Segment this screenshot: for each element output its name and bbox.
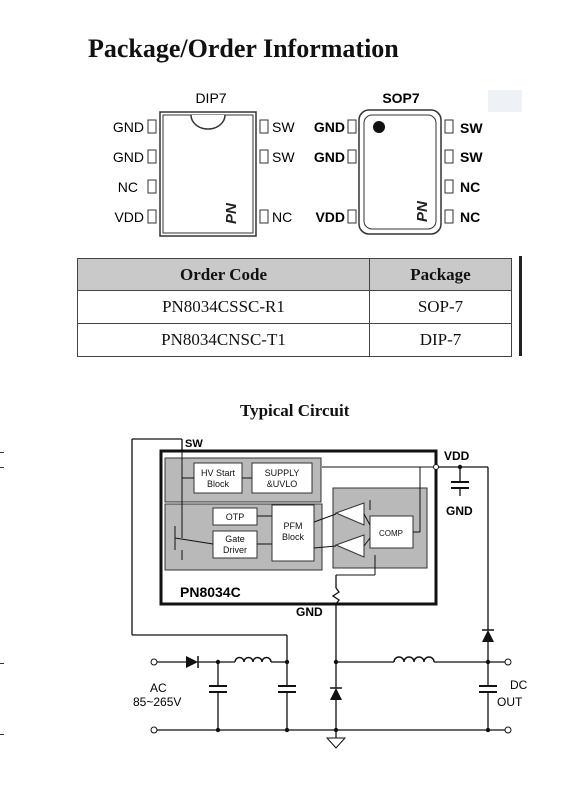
svg-text:PN: PN — [414, 200, 431, 222]
ac-voltage-label: 85~265V — [133, 695, 181, 709]
dip7-pin-5: NC — [272, 209, 292, 225]
hv-start-label-2: Block — [207, 479, 230, 489]
dip7-pin-3: NC — [118, 179, 138, 195]
dip7-label: DIP7 — [195, 90, 226, 106]
dip7-pin-8: SW — [272, 119, 295, 135]
hv-start-label: HV Start — [201, 468, 236, 478]
ground-icon — [325, 737, 347, 749]
out-label: OUT — [497, 695, 523, 709]
sw-pin-label: SW — [185, 438, 203, 450]
table-row: PN8034CSSC-R1 SOP-7 — [77, 290, 512, 324]
sop7-pin-8: SW — [460, 120, 483, 136]
dip7-pin-1: GND — [113, 119, 144, 135]
inductor-icon — [393, 656, 435, 663]
sop7-label: SOP7 — [382, 90, 420, 106]
dip7-pin-4: VDD — [114, 209, 144, 225]
edge-mark — [0, 452, 4, 453]
table-row: PN8034CNSC-T1 DIP-7 — [77, 323, 512, 357]
dip7-pin-7: SW — [272, 149, 295, 165]
ac-label: AC — [150, 681, 167, 695]
edge-mark — [0, 734, 4, 735]
sop7-pin-5: NC — [460, 209, 480, 225]
table-edge-line — [519, 256, 522, 356]
typical-circuit-schematic: HV Start Block SUPPLY &UVLO OTP Gate Dri… — [131, 438, 528, 749]
order-table: Order Code Package PN8034CSSC-R1 SOP-7 P… — [77, 258, 512, 357]
sop7-pin-6: NC — [460, 179, 480, 195]
vdd-cap-gnd-label: GND — [446, 504, 473, 518]
pfm-label-2: Block — [282, 532, 305, 542]
package-pinout-diagrams: DIP7 PN GND GND NC VDD SW SW NC SOP7 PN — [113, 90, 483, 237]
edge-mark — [0, 663, 4, 664]
dc-label: DC — [510, 678, 528, 692]
package-cell: SOP-7 — [369, 290, 512, 324]
supply-label: SUPPLY — [265, 468, 300, 478]
dip7-logo-icon: PN — [223, 202, 240, 224]
gnd-pin-label: GND — [296, 605, 323, 619]
sop7-pin-1: GND — [314, 119, 345, 135]
sop7-pin-7: SW — [460, 149, 483, 165]
header-package: Package — [369, 258, 512, 291]
header-order-code: Order Code — [77, 258, 370, 291]
diode-icon — [482, 630, 494, 642]
gate-label: Gate — [225, 534, 245, 544]
inductor-icon — [234, 656, 272, 663]
sop7-package: SOP7 PN GND GND VDD SW SW NC NC — [314, 90, 483, 235]
package-cell: DIP-7 — [369, 323, 512, 357]
supply-label-2: &UVLO — [267, 479, 298, 489]
diode-icon — [186, 656, 198, 668]
otp-label: OTP — [226, 512, 245, 522]
svg-text:PN: PN — [223, 202, 240, 224]
gate-label-2: Driver — [223, 545, 247, 555]
pfm-label: PFM — [284, 521, 303, 531]
page-heading: Package/Order Information — [88, 34, 399, 63]
chip-name: PN8034C — [180, 584, 241, 600]
order-code-cell: PN8034CNSC-T1 — [77, 323, 370, 357]
circuit-title: Typical Circuit — [240, 401, 350, 420]
dip7-pin-2: GND — [113, 149, 144, 165]
scan-artifact — [488, 90, 522, 112]
comp-label: COMP — [379, 529, 403, 538]
order-code-cell: PN8034CSSC-R1 — [77, 290, 370, 324]
sop7-pin-2: GND — [314, 149, 345, 165]
table-header-row: Order Code Package — [77, 258, 512, 291]
dip7-package: DIP7 PN GND GND NC VDD SW SW NC — [113, 90, 295, 237]
sop7-logo-icon: PN — [414, 200, 431, 222]
vdd-pin-label: VDD — [444, 449, 470, 463]
edge-mark — [0, 467, 4, 468]
sop7-pin-4: VDD — [315, 209, 345, 225]
diode-icon — [330, 688, 342, 700]
pin1-dot-icon — [373, 121, 385, 133]
